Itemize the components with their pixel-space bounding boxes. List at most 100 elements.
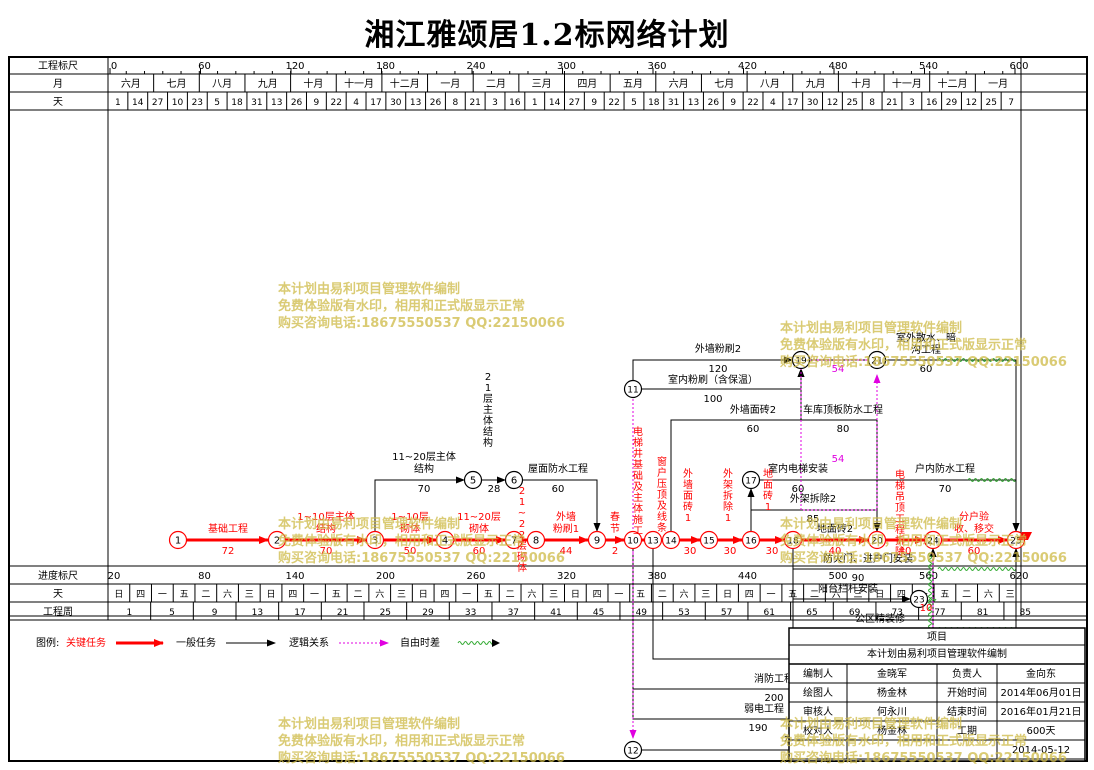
activity-label: 190 (748, 723, 767, 734)
info-cell: 金向东 (1026, 667, 1056, 680)
week-cell: 77 (934, 608, 945, 618)
node-label: 2 (274, 536, 280, 547)
node-12 (623, 740, 643, 760)
vertical-activity-label: 条 (657, 521, 667, 534)
node-20 (867, 530, 887, 550)
legend-float-wave (457, 641, 495, 645)
day-cell: 7 (1008, 98, 1014, 108)
free-float-wave (937, 358, 1017, 362)
day-cell: 31 (668, 98, 679, 108)
vertical-activity-label: 顶 (657, 489, 667, 501)
activity-label: 2 (612, 546, 618, 557)
activity-label: 54 (832, 454, 845, 465)
node-label: 4 (442, 536, 448, 547)
weekday-cell: 一 (158, 590, 167, 600)
node-16 (741, 530, 761, 550)
activity-label: 节 (610, 523, 620, 535)
progress-tick: 440 (738, 571, 757, 582)
activity-label: 沟工程 (911, 343, 941, 356)
node-label: 20 (871, 537, 883, 547)
activity-label: 阳台栏杆安装 (818, 582, 878, 595)
day-cell: 21 (886, 98, 897, 108)
month-cell: 十一月 (344, 77, 374, 90)
scale-tick: 420 (738, 61, 757, 72)
month-cell: 四月 (577, 78, 597, 90)
activity-label: 春 (610, 511, 620, 523)
node-label: 1 (175, 536, 181, 547)
free-float-wave (937, 567, 1017, 571)
legend-float-label: 自由时差 (400, 636, 440, 649)
node-label: 18 (787, 537, 799, 547)
weekday-cell: 二 (506, 590, 515, 600)
vertical-activity-label: 面 (763, 480, 773, 491)
day-cell: 5 (631, 98, 637, 108)
weekday-cell: 三 (549, 590, 558, 600)
week-cell: 65 (806, 608, 817, 618)
progress-tick: 620 (1009, 571, 1028, 582)
activity-label: 11~20层 (457, 511, 501, 523)
node-label: 5 (470, 476, 476, 487)
activity-label: 120 (708, 364, 727, 375)
vertical-activity-label: 除 (723, 500, 733, 513)
weekday-cell: 四 (745, 590, 754, 600)
info-cell: 杨金林 (877, 724, 907, 737)
node-label: 14 (665, 537, 677, 547)
node-11 (623, 379, 643, 399)
activity-label: 54 (832, 364, 845, 375)
weekday-cell: 六 (680, 588, 689, 600)
activity-label: 85 (807, 514, 820, 525)
vertical-activity-label: 顶 (895, 502, 905, 514)
day-cell: 27 (152, 98, 163, 108)
progress-tick: 500 (828, 571, 847, 582)
week-cell: 69 (849, 608, 861, 618)
project-label: 项目 (927, 631, 947, 643)
activity-label: 收、移交 (954, 522, 994, 535)
day-cell: 3 (492, 98, 498, 108)
weekday-cell: 三 (397, 590, 406, 600)
scale-label: 工程标尺 (38, 60, 78, 72)
legend-normal-label: 一般任务 (176, 636, 216, 649)
activity-label: 防火门、进户门安装 (823, 552, 913, 565)
vertical-activity-label: 础 (633, 470, 643, 482)
week-cell: 37 (508, 608, 519, 618)
week-cell: 49 (636, 608, 648, 618)
node-label: 23 (913, 596, 924, 606)
progress-tick: 140 (285, 571, 304, 582)
scale-tick: 300 (557, 61, 576, 72)
vertical-activity-label: 拆 (723, 489, 733, 502)
activity-label: 28 (488, 484, 501, 495)
weekday-cell: 日 (114, 589, 123, 600)
vertical-activity-label: 电 (895, 468, 905, 481)
progress-tick: 260 (466, 571, 485, 582)
weekday-cell: 一 (462, 590, 471, 600)
legend-critical-label: 关键任务 (66, 636, 106, 649)
activity-label: 外架拆除2 (790, 492, 836, 505)
day-cell: 12 (966, 98, 977, 108)
weekday-cell: 三 (701, 590, 710, 600)
month-cell: 三月 (532, 78, 552, 90)
day-cell: 17 (370, 98, 381, 108)
day-cell: 23 (192, 98, 203, 108)
weekday-cell: 日 (419, 589, 428, 600)
month-cell: 七月 (166, 78, 186, 90)
day-cell: 30 (390, 98, 402, 108)
activity-label: 60 (968, 546, 981, 557)
activity-label: 44 (560, 546, 573, 557)
day-cell: 9 (591, 98, 597, 108)
node-13 (643, 530, 663, 550)
vertical-activity-label: 基 (633, 458, 643, 471)
scale-tick: 480 (828, 61, 847, 72)
vertical-activity-label: 及 (657, 500, 667, 512)
day-cell: 22 (608, 98, 619, 108)
week-cell: 45 (593, 608, 604, 618)
weekday-cell: 三 (853, 590, 862, 600)
weekday-cell: 六 (832, 588, 841, 600)
node-label: 9 (594, 536, 600, 547)
day-cell: 18 (648, 98, 660, 108)
vertical-activity-label: 2 (519, 486, 525, 497)
day-cell: 31 (251, 98, 262, 108)
month-cell: 九月 (806, 78, 826, 90)
vertical-activity-label: 墙 (683, 478, 693, 491)
weekday-cell: 四 (440, 590, 449, 600)
